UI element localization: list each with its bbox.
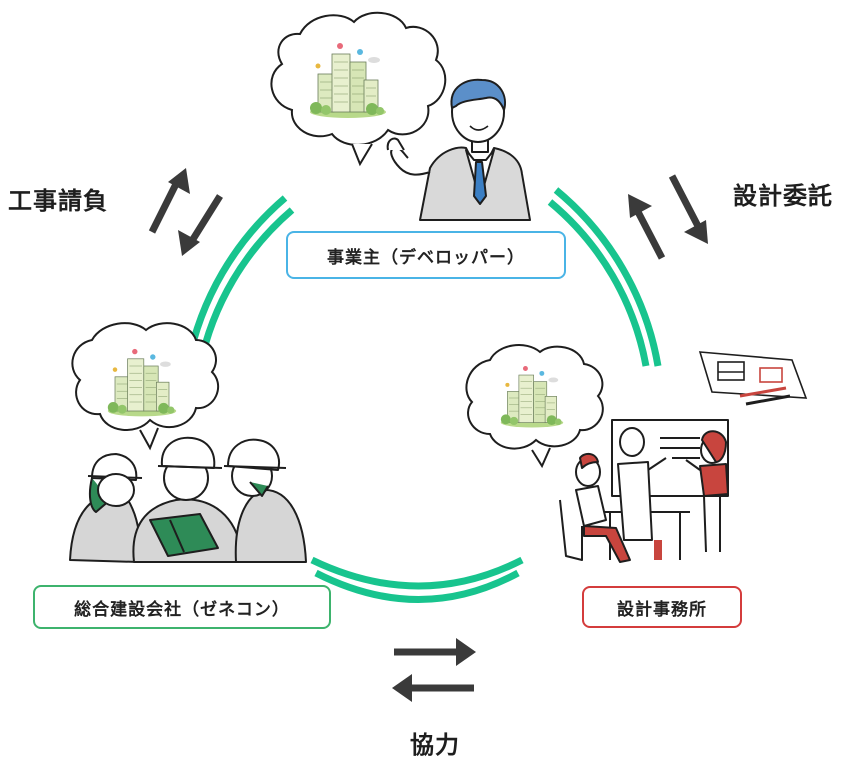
arrow-up-right-icon: [628, 194, 666, 260]
contractor-illustration: [69, 436, 307, 563]
developer-label: 事業主（デベロッパー）: [327, 247, 525, 268]
arrow-up-left-icon: [148, 168, 190, 234]
contractor-label: 総合建設会社（ゼネコン）: [74, 599, 290, 620]
thought-bubble-developer: [270, 11, 447, 167]
architect-label: 設計事務所: [617, 599, 707, 620]
arrow-left-icon: [392, 674, 474, 702]
arrow-down-right-icon: [668, 174, 708, 244]
arrows-design-commission: [628, 174, 708, 260]
thought-bubble-contractor: [71, 322, 220, 451]
thought-bubble-architect: [465, 344, 604, 469]
cooperation-label: 協力: [410, 731, 460, 759]
arrows-construction-contract: [148, 168, 223, 256]
architect-illustration: [559, 419, 729, 563]
design-commission-label: 設計委託: [733, 182, 833, 210]
blueprint-illustration: [698, 351, 808, 406]
arrows-cooperation: [392, 638, 476, 702]
arrow-right-icon: [394, 638, 476, 666]
developer-label-box: 事業主（デベロッパー）: [286, 231, 566, 279]
ring-segment-right: [547, 187, 662, 367]
developer-illustration: [386, 78, 531, 221]
arrow-down-left-icon: [178, 194, 223, 256]
contractor-label-box: 総合建設会社（ゼネコン）: [33, 585, 331, 629]
architect-label-box: 設計事務所: [582, 586, 742, 628]
ring-segment-bottom: [310, 556, 524, 603]
construction-contract-label: 工事請負: [8, 187, 108, 215]
